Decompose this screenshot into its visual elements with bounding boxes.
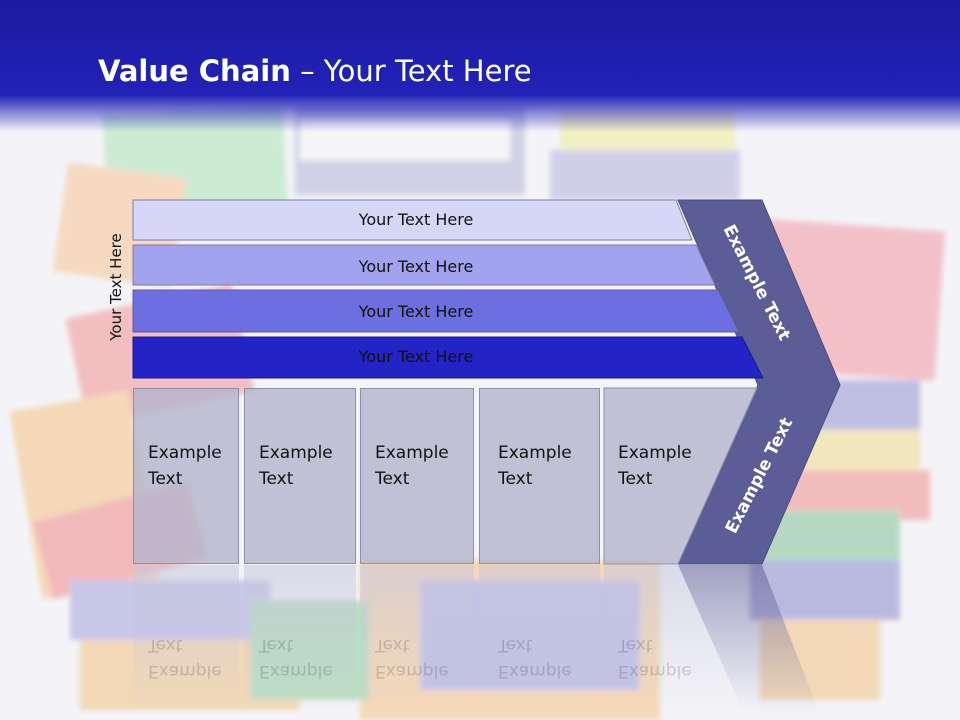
activity-box-1	[133, 388, 239, 564]
slide-title: Value Chain – Your Text Here	[98, 54, 532, 88]
activity-box-1-line2: Text	[148, 469, 183, 489]
bar-1	[132, 199, 693, 241]
activity-box-2-text: Example Text	[259, 440, 359, 492]
activity-box-3-line2: Text	[375, 469, 410, 489]
bar-3-label: Your Text Here	[358, 302, 474, 321]
bar-2-label: Your Text Here	[358, 257, 474, 276]
activity-box-4-line2: Text	[498, 469, 533, 489]
activity-box-1-text: Example Text	[148, 440, 248, 492]
activity-box-5-line2: Text	[618, 469, 653, 489]
bar-2	[132, 244, 716, 286]
activity-box-4	[479, 388, 600, 564]
activity-box-5-line1: Example	[618, 443, 692, 463]
activity-box-2	[244, 388, 356, 564]
activity-box-3	[360, 388, 474, 564]
activity-box-4-line1: Example	[498, 443, 572, 463]
activity-box-2-line2: Text	[259, 469, 294, 489]
activity-box-4-text: Example Text	[498, 440, 598, 492]
activity-box-3-line1: Example	[375, 443, 449, 463]
header-band	[0, 0, 960, 132]
title-bold: Value Chain	[98, 54, 291, 88]
bar-4	[132, 336, 764, 379]
activity-box-1-line1: Example	[148, 443, 222, 463]
activity-box-5-text: Example Text	[618, 440, 718, 492]
bar-3	[132, 289, 740, 333]
bar-1-label: Your Text Here	[358, 210, 474, 229]
activity-box-2-line1: Example	[259, 443, 333, 463]
title-rest: – Your Text Here	[290, 54, 532, 88]
bar-4-label: Your Text Here	[358, 347, 474, 366]
activity-box-3-text: Example Text	[375, 440, 475, 492]
